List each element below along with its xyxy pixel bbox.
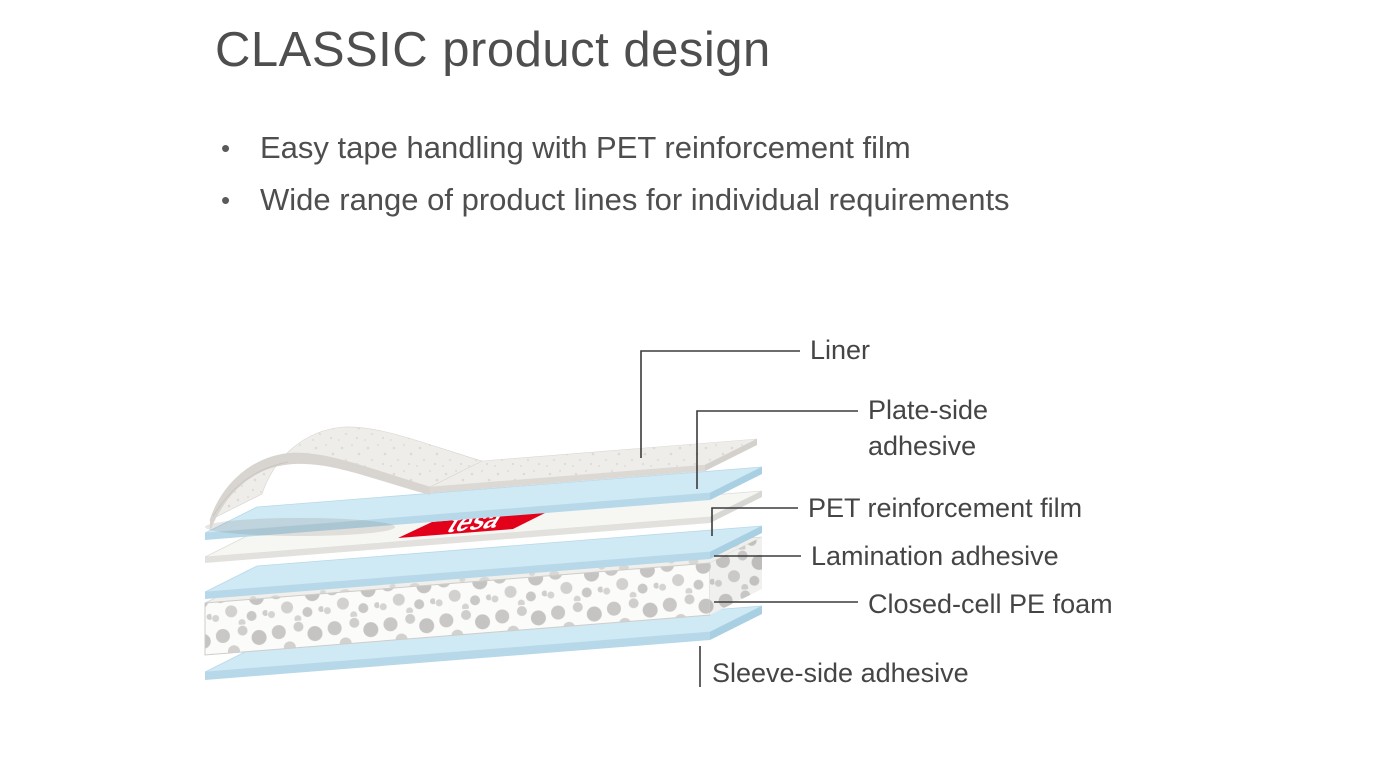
liner-layer	[209, 426, 758, 531]
lamination-adhesive-layer	[204, 525, 763, 599]
page-title: CLASSIC product design	[215, 23, 771, 77]
leader-line-plate-side-adhesive	[696, 410, 858, 489]
label-closed-cell-pe-foam: Closed-cell PE foam	[868, 589, 1113, 619]
sleeve-side-adhesive-layer	[204, 605, 763, 680]
leader-line-pet-film	[711, 507, 798, 536]
label-lamination-adhesive: Lamination adhesive	[811, 541, 1059, 571]
label-liner: Liner	[810, 335, 871, 365]
liner-curl-shadow	[205, 518, 395, 536]
leader-line-liner	[640, 350, 800, 458]
label-plate-side-adhesive: Plate-side adhesive	[868, 395, 989, 461]
bullet-item: Easy tape handling with PET reinforcemen…	[215, 130, 1010, 166]
label-sleeve-side-adhesive: Sleeve-side adhesive	[712, 658, 969, 688]
bullet-item: Wide range of product lines for individu…	[215, 182, 1010, 218]
label-pet-reinforcement-film: PET reinforcement film	[808, 493, 1083, 523]
plate-side-adhesive-layer	[204, 466, 763, 540]
bullet-list: Easy tape handling with PET reinforcemen…	[215, 130, 1010, 234]
